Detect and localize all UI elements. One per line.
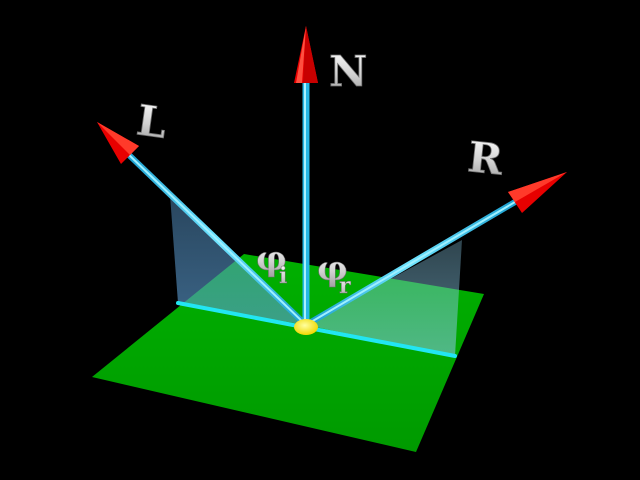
reflection-arrow-head — [508, 172, 567, 213]
normal-arrow-head-light — [296, 26, 306, 83]
incident-angle-symbol: φ — [256, 239, 287, 279]
reflection-projection-plane — [306, 240, 462, 356]
light-arrow-head-shade — [97, 122, 139, 155]
light-vector-shaft-highlight — [127, 153, 307, 326]
reflection-vector-label: R — [465, 132, 506, 184]
reflected-angle-subscript: r — [339, 273, 351, 299]
normal-arrow-head-shade — [303, 26, 318, 83]
incident-angle-subscript: i — [279, 263, 287, 289]
reflection-vector-shaft-highlight — [305, 201, 516, 326]
normal-vector-label: N — [329, 47, 367, 96]
light-vector-label: L — [134, 95, 170, 148]
hit-point — [294, 319, 318, 335]
reflected-angle-symbol: φ — [317, 249, 348, 289]
reflection-arrow-head-shade — [508, 172, 567, 202]
